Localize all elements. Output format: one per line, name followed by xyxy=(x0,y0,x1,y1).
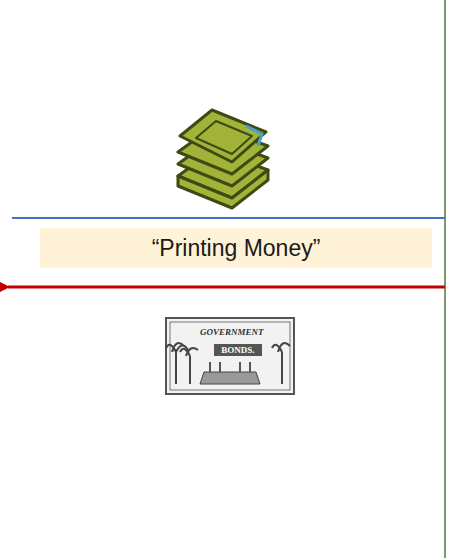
separator-line xyxy=(12,217,445,219)
label-box: “Printing Money” xyxy=(40,228,432,268)
flow-arrow xyxy=(8,286,445,289)
bond-certificate-image xyxy=(166,318,294,394)
box-label: “Printing Money” xyxy=(152,235,321,262)
bond-text: BONDS. xyxy=(214,344,262,356)
divider-line xyxy=(444,0,446,558)
money-stack-icon xyxy=(178,110,268,208)
bond-text: GOVERNMENT xyxy=(200,326,260,338)
